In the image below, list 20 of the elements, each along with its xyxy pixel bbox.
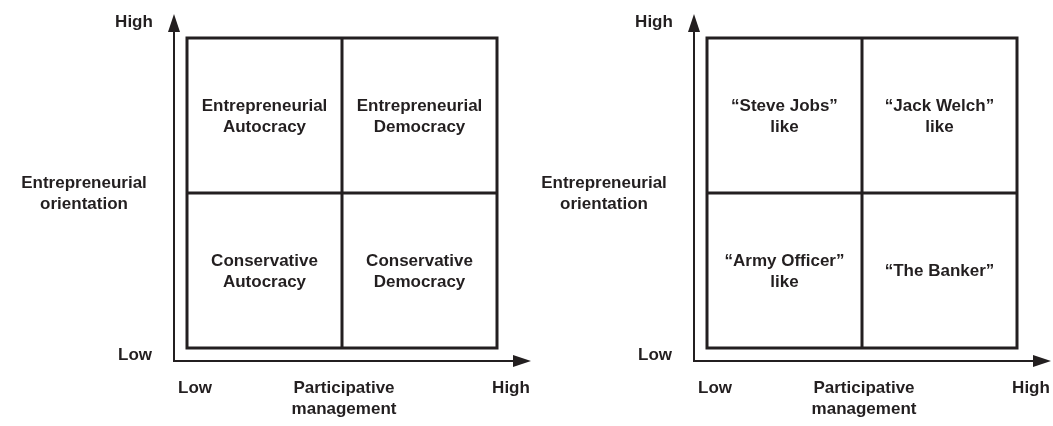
x-axis-title: Participative management [290, 377, 398, 419]
quadrant-label: Entrepreneurial Democracy [355, 94, 484, 137]
axis-end-label: Low [118, 344, 152, 365]
axis-end-label: High [115, 11, 153, 32]
quadrant-label: “Jack Welch” like [883, 94, 996, 137]
axis-end-label: High [492, 377, 530, 398]
axis-end-label: Low [698, 377, 732, 398]
axis-end-label: Low [178, 377, 212, 398]
x-axis-title: Participative management [810, 377, 918, 419]
y-axis-title: Entrepreneurial orientation [20, 172, 148, 214]
axis-end-label: High [1012, 377, 1050, 398]
quadrant-label: Entrepreneurial Autocracy [200, 94, 329, 137]
y-axis-title: Entrepreneurial orientation [540, 172, 668, 214]
quadrant-label: “Army Officer” like [723, 249, 846, 292]
quadrant-label: “The Banker” [884, 260, 995, 281]
axis-end-label: Low [638, 344, 672, 365]
quadrant-label: Conservative Democracy [365, 249, 474, 292]
quadrant-label: “Steve Jobs” like [730, 94, 839, 137]
axis-end-label: High [635, 11, 673, 32]
quadrant-label: Conservative Autocracy [210, 249, 319, 292]
